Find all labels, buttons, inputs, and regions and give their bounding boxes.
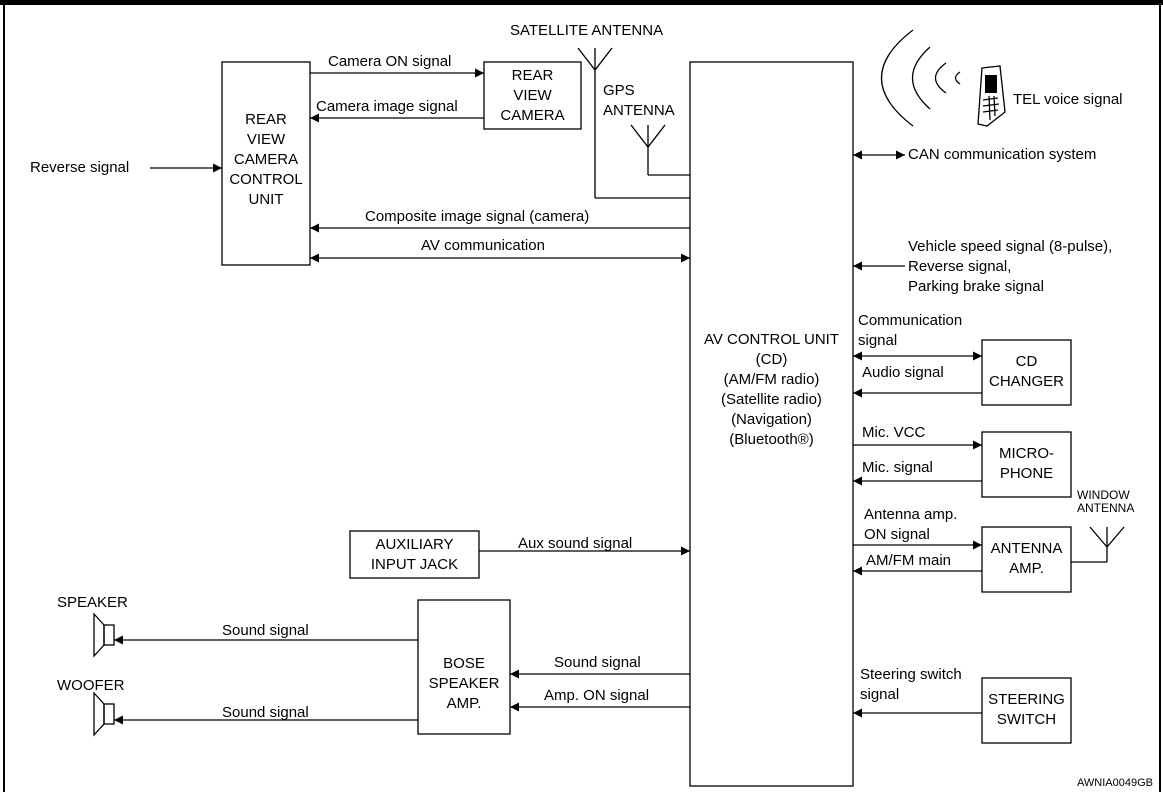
steering-switch-box [981, 677, 1072, 744]
vehicle-inputs-label: Vehicle speed signal (8-pulse), Reverse … [908, 238, 1113, 295]
composite-image-signal-label: Composite image signal (camera) [365, 208, 590, 225]
rear-view-camera-label: REAR VIEW CAMERA [500, 67, 565, 124]
gps-antenna-label: GPS ANTENNA [603, 82, 675, 119]
bose-speaker-amp-box [417, 599, 511, 735]
window-antenna-icon [1071, 526, 1125, 563]
auxiliary-input-jack-label: AUXILIARY INPUT JACK [370, 536, 459, 573]
av-control-unit-box [689, 61, 854, 787]
rear-view-camera-control-unit-box [221, 61, 311, 266]
satellite-antenna-icon [577, 47, 690, 199]
cd-changer-label: CD CHANGER [988, 353, 1064, 390]
bose-sound-signal-label: Sound signal [554, 654, 641, 671]
satellite-antenna-label: SATELLITE ANTENNA [510, 22, 664, 39]
amp-on-signal-label: Amp. ON signal [544, 687, 650, 704]
woofer-sound-signal-label: Sound signal [222, 704, 309, 721]
rear-view-camera-box [483, 61, 582, 130]
camera-on-signal-label: Camera ON signal [328, 53, 452, 70]
woofer-icon [93, 691, 115, 737]
can-communication-label: CAN communication system [908, 146, 1097, 163]
speaker-icon [93, 612, 115, 658]
window-antenna-label: WINDOW ANTENNA [1077, 488, 1135, 515]
woofer-label: WOOFER [57, 677, 125, 694]
mic-vcc-label: Mic. VCC [862, 424, 926, 441]
aux-sound-signal-label: Aux sound signal [518, 535, 633, 552]
microphone-box [981, 431, 1072, 498]
gps-antenna-icon [630, 124, 690, 176]
av-control-unit-label: AV CONTROL UNIT (CD) (AM/FM radio) (Sate… [703, 331, 839, 448]
mic-signal-label: Mic. signal [862, 459, 933, 476]
top-frame-bar [0, 0, 1163, 5]
cd-changer-box [981, 339, 1072, 406]
speaker-label: SPEAKER [57, 594, 128, 611]
am-fm-main-label: AM/FM main [866, 552, 952, 569]
communication-signal-label: Communication signal [858, 312, 963, 349]
av-communication-label: AV communication [421, 237, 545, 254]
bose-speaker-amp-label: BOSE SPEAKER AMP. [428, 655, 500, 712]
radio-waves-icon [880, 29, 961, 127]
auxiliary-input-jack-box [349, 530, 480, 579]
camera-image-signal-label: Camera image signal [316, 98, 458, 115]
steering-switch-signal-label: Steering switch signal [860, 666, 962, 703]
microphone-label: MICRO- PHONE [999, 445, 1054, 482]
mobile-phone-icon [977, 65, 1006, 127]
steering-switch-label: STEERING SWITCH [988, 691, 1065, 728]
reverse-signal-label: Reverse signal [30, 159, 130, 176]
antenna-amp-on-signal-label: Antenna amp. ON signal [864, 506, 958, 543]
audio-signal-label: Audio signal [862, 364, 944, 381]
figure-code: AWNIA0049GB [1077, 777, 1154, 789]
antenna-amp-box [981, 526, 1072, 593]
antenna-amp-label: ANTENNA AMP. [990, 540, 1063, 577]
rear-view-camera-control-unit-label: REAR VIEW CAMERA CONTROL UNIT [229, 111, 303, 208]
tel-voice-signal-label: TEL voice signal [1013, 91, 1123, 108]
speaker-sound-signal-label: Sound signal [222, 622, 309, 639]
